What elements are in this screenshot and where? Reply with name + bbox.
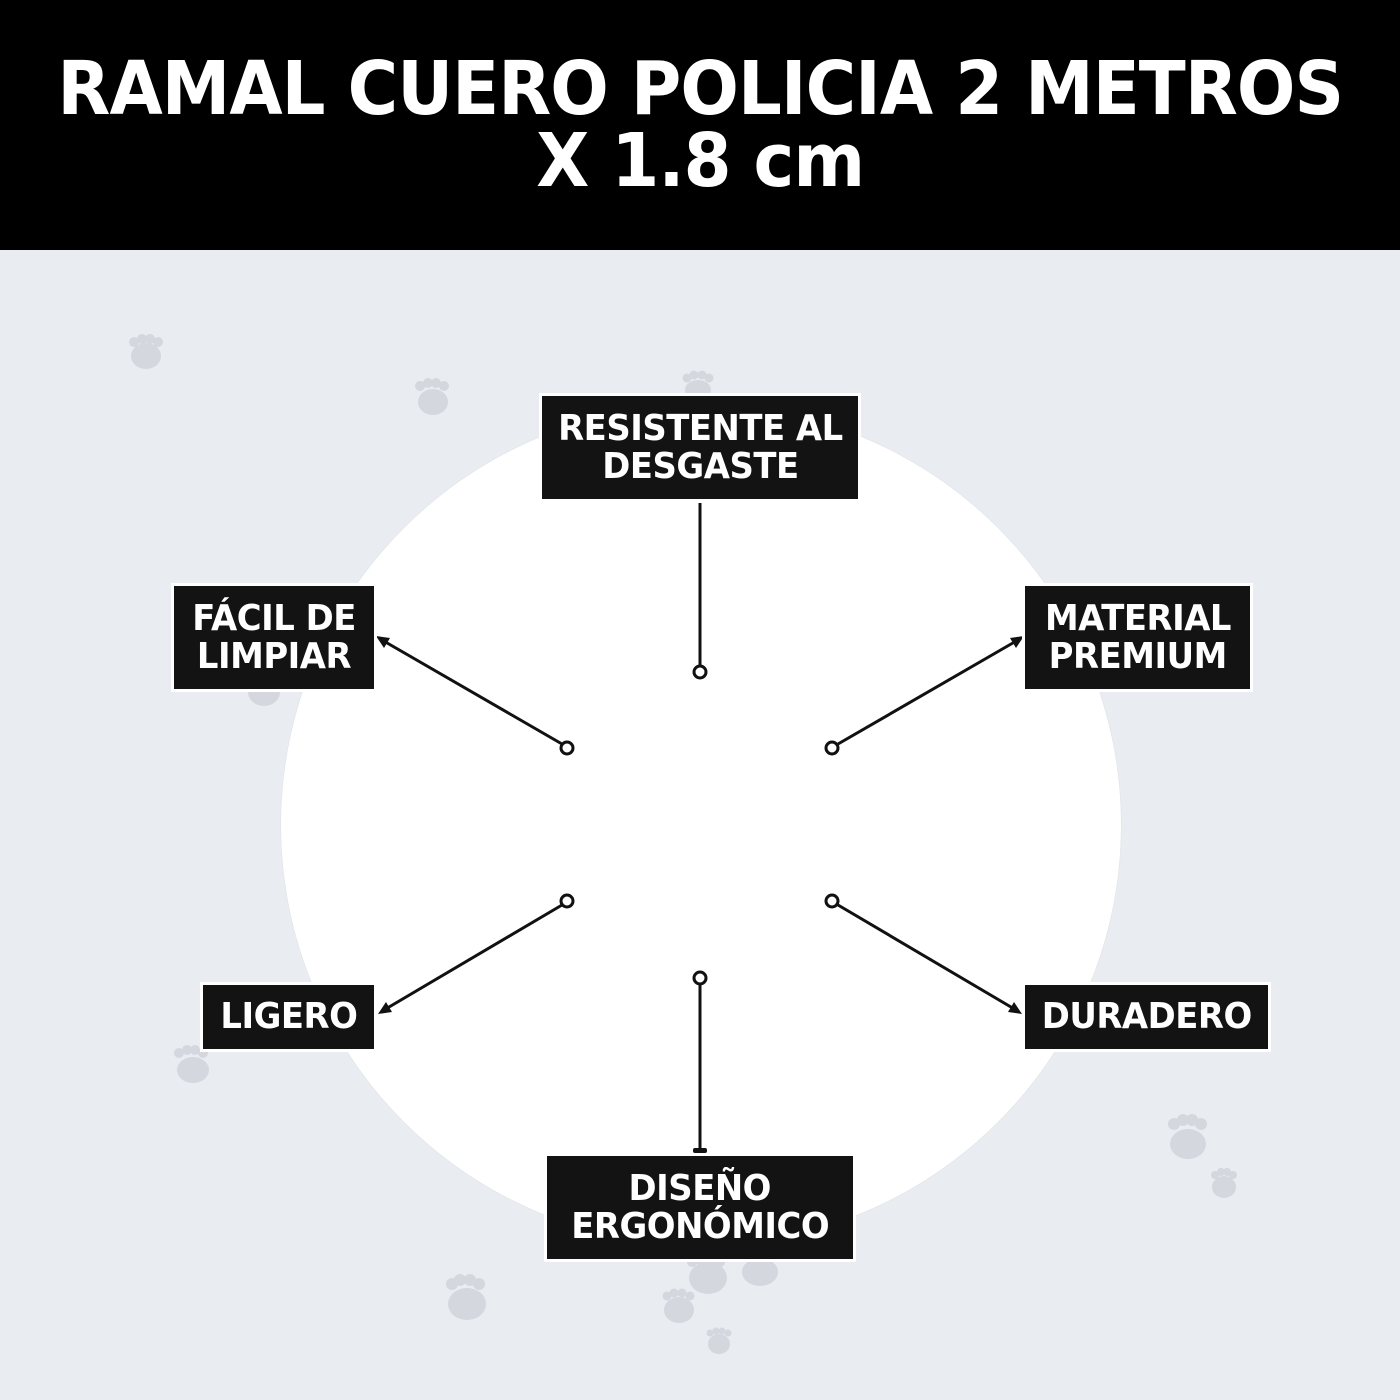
paw-print-icon	[682, 370, 718, 400]
feature-label-diseno-ergonomico: DISEÑO ERGONÓMICO	[547, 1156, 853, 1259]
feature-label-duradero: DURADERO	[1025, 985, 1268, 1049]
feature-label-line: LIMPIAR	[196, 635, 352, 677]
paw-print-icon	[172, 1044, 214, 1084]
page-title: RAMAL CUERO POLICIA 2 METROS X 1.8 cm	[57, 46, 1344, 204]
paw-print-icon	[662, 1288, 698, 1326]
paw-print-icon	[445, 1274, 491, 1320]
feature-label-line: DISEÑO	[628, 1167, 772, 1209]
feature-label-line: RESISTENTE AL	[557, 407, 843, 449]
paw-print-icon	[706, 1327, 734, 1355]
feature-label-line: ERGONÓMICO	[570, 1205, 829, 1247]
paw-print-icon	[1210, 1168, 1242, 1200]
feature-label-line: DESGASTE	[601, 445, 799, 487]
paw-print-icon	[1168, 1114, 1212, 1160]
header-banner: RAMAL CUERO POLICIA 2 METROS X 1.8 cm	[0, 0, 1400, 250]
paw-print-icon	[740, 1258, 780, 1288]
feature-label-line: FÁCIL DE	[192, 597, 356, 639]
feature-label-ligero: LIGERO	[203, 985, 374, 1049]
feature-label-facil-de-limpiar: FÁCIL DE LIMPIAR	[174, 586, 374, 689]
feature-label-line: MATERIAL	[1044, 597, 1231, 639]
paw-print-icon	[128, 334, 168, 374]
paw-print-icon	[414, 378, 454, 418]
feature-label-material-premium: MATERIAL PREMIUM	[1025, 586, 1250, 689]
title-line-1: RAMAL CUERO POLICIA 2 METROS	[57, 46, 1344, 132]
title-line-2: X 1.8 cm	[535, 118, 865, 204]
feature-label-line: LIGERO	[219, 996, 358, 1037]
paw-print-icon	[686, 1258, 730, 1298]
feature-label-line: DURADERO	[1041, 996, 1252, 1037]
feature-label-line: PREMIUM	[1048, 635, 1227, 677]
feature-label-resistente: RESISTENTE AL DESGASTE	[542, 396, 858, 499]
